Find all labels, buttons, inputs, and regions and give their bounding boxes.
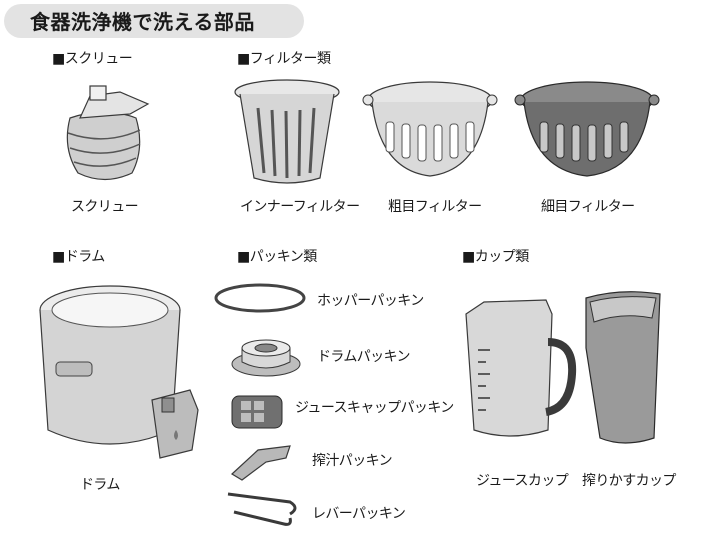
- screw-illustration: [66, 85, 150, 181]
- label-fine-filter: 細目フィルター: [541, 199, 635, 215]
- page-title: 食器洗浄機で洗える部品: [30, 10, 255, 34]
- hopper-packing-illustration: [214, 283, 306, 313]
- label-juice-cap-packing: ジュースキャップパッキン: [295, 400, 454, 416]
- section-packings: ■パッキン類: [237, 249, 317, 265]
- title-bar: [4, 4, 304, 38]
- juice-cup-illustration: [465, 299, 577, 437]
- section-screw: ■スクリュー: [52, 51, 133, 67]
- label-hopper-packing: ホッパーパッキン: [317, 293, 424, 309]
- label-squeeze-packing: 搾汁パッキン: [312, 453, 393, 469]
- label-drum: ドラム: [80, 477, 120, 493]
- label-inner-filter: インナーフィルター: [240, 199, 360, 215]
- lever-packing-illustration: [227, 492, 297, 526]
- drum-packing-illustration: [231, 339, 301, 377]
- coarse-filter-illustration: [362, 81, 498, 177]
- section-cups: ■カップ類: [462, 249, 529, 265]
- label-pulp-cup: 搾りかすカップ: [582, 473, 676, 489]
- fine-filter-illustration: [514, 81, 660, 177]
- label-screw: スクリュー: [71, 199, 139, 215]
- section-drum: ■ドラム: [52, 249, 105, 265]
- pulp-cup-illustration: [585, 291, 661, 444]
- drum-illustration: [39, 285, 199, 459]
- label-drum-packing: ドラムパッキン: [317, 349, 411, 365]
- label-juice-cup: ジュースカップ: [476, 473, 569, 489]
- juice-cap-packing-illustration: [231, 395, 283, 429]
- label-lever-packing: レバーパッキン: [312, 506, 406, 522]
- squeeze-packing-illustration: [231, 445, 291, 481]
- label-coarse-filter: 粗目フィルター: [388, 199, 482, 215]
- section-filters: ■フィルター類: [237, 51, 331, 67]
- inner-filter-illustration: [234, 79, 340, 184]
